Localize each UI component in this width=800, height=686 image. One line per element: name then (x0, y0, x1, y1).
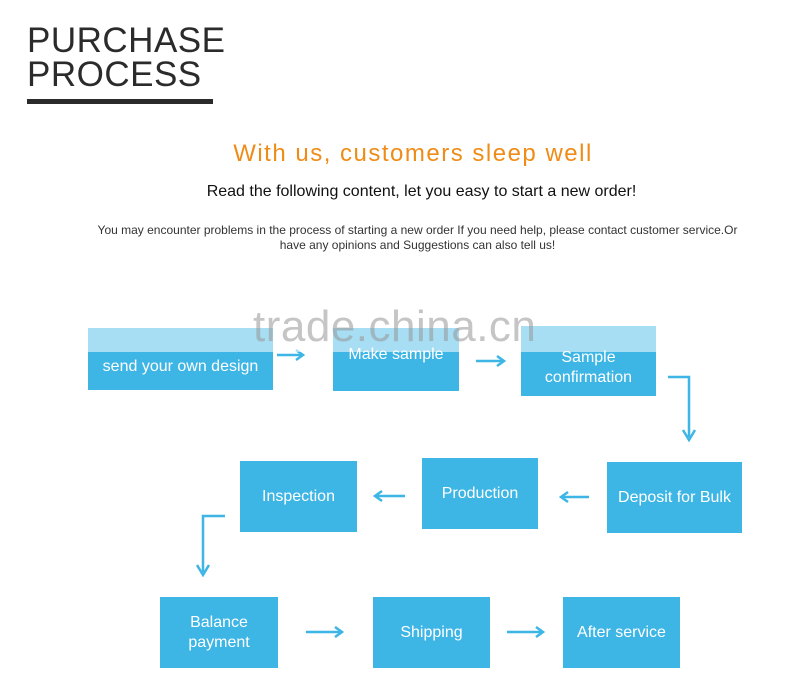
help-note: You may encounter problems in the proces… (97, 223, 738, 252)
step-balance-payment-label: Balance payment (188, 613, 250, 651)
step-sample-confirmation: Sample confirmation (521, 326, 656, 396)
arrow-left-icon (372, 489, 405, 503)
step-sample-confirmation-label: Sample confirmation (544, 349, 633, 386)
step-after-service: After service (563, 597, 680, 668)
step-deposit-for-bulk-label: Deposit for Bulk (618, 488, 731, 506)
step-send-design-label: send your own design (102, 358, 259, 375)
arrow-corner-down-icon (668, 375, 697, 443)
step-send-design: send your own design (88, 328, 273, 390)
step-shipping: Shipping (373, 597, 490, 668)
step-after-service-label: After service (577, 623, 666, 641)
step-deposit-for-bulk: Deposit for Bulk (607, 462, 742, 533)
arrow-left-icon (558, 490, 589, 504)
step-balance-payment: Balance payment (160, 597, 278, 668)
heading-line-1: PURCHASE (27, 21, 226, 60)
slogan: With us, customers sleep well (233, 140, 593, 167)
purchase-process-heading: PURCHASE PROCESS (27, 21, 247, 94)
heading-underline (27, 99, 213, 104)
step-inspection: Inspection (240, 461, 357, 532)
arrow-right-icon (306, 625, 345, 639)
arrow-right-icon (507, 625, 546, 639)
step-production: Production (422, 458, 538, 529)
step-shipping-label: Shipping (400, 623, 463, 641)
step-production-label: Production (441, 484, 519, 502)
lead-text: Read the following content, let you easy… (206, 183, 637, 200)
arrow-corner-down-icon (195, 514, 225, 578)
arrow-right-icon (277, 348, 306, 362)
step-make-sample-label: Make sample (348, 346, 444, 363)
arrow-right-icon (476, 354, 507, 368)
step-make-sample: Make sample (333, 328, 459, 391)
step-inspection-label: Inspection (262, 487, 335, 505)
heading-line-2: PROCESS (27, 55, 202, 94)
